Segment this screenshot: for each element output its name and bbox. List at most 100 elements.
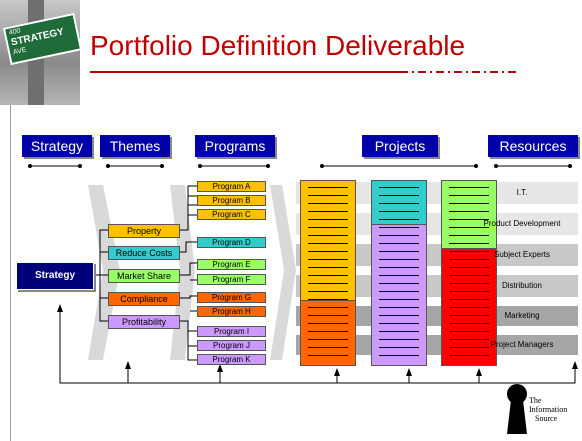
project-stripe [379, 267, 419, 268]
project-stripe [379, 347, 419, 348]
logo-line-3: Source [535, 414, 558, 423]
project-stripe [449, 211, 489, 212]
program-i: Program I [197, 326, 266, 337]
project-stripe [449, 203, 489, 204]
project-stripe [449, 227, 489, 228]
project-stripe [379, 203, 419, 204]
project-stripe [308, 331, 348, 332]
project-stripe [379, 187, 419, 188]
page-title: Portfolio Definition Deliverable [90, 30, 466, 61]
program-c: Program C [197, 209, 266, 220]
project-stripe [449, 339, 489, 340]
project-stripe [449, 187, 489, 188]
project-stripe [308, 315, 348, 316]
project-stripe [308, 195, 348, 196]
program-f: Program F [197, 274, 266, 285]
left-rule [10, 0, 11, 441]
resource-label-experts: Subject Experts [493, 250, 551, 259]
program-e: Program E [197, 259, 266, 270]
information-source-logo: The Information Source [497, 378, 579, 438]
project-stripe [449, 299, 489, 300]
project-stripe [308, 307, 348, 308]
project-stripe [308, 203, 348, 204]
logo-text: The Information Source [529, 396, 567, 423]
header-strategy: Strategy [22, 135, 92, 157]
project-stripe [449, 243, 489, 244]
project-stripe [379, 299, 419, 300]
project-stripe [449, 291, 489, 292]
theme-compliance: Compliance [108, 292, 180, 306]
program-h: Program H [197, 306, 266, 317]
project-stripe [379, 355, 419, 356]
project-stripe [449, 315, 489, 316]
keyhole-icon [507, 384, 527, 434]
project-stripe [308, 259, 348, 260]
project-stripe [308, 267, 348, 268]
project-stripe [379, 243, 419, 244]
project-stripe [379, 211, 419, 212]
resource-label-pm: Project Managers [490, 340, 554, 349]
project-stripe [449, 307, 489, 308]
project-stripe [308, 275, 348, 276]
project-column-2-lower [371, 224, 427, 366]
project-stripe [379, 307, 419, 308]
theme-market-share: Market Share [108, 269, 180, 283]
project-stripe [308, 323, 348, 324]
program-j: Program J [197, 340, 266, 351]
project-stripe [308, 187, 348, 188]
project-stripe [379, 323, 419, 324]
project-stripe [449, 331, 489, 332]
resource-band-marketing [296, 306, 578, 326]
resource-label-marketing: Marketing [504, 311, 540, 320]
header-themes: Themes [100, 135, 170, 157]
program-b: Program B [197, 195, 266, 206]
theme-property: Property [108, 224, 180, 238]
project-stripe [449, 267, 489, 268]
project-stripe [379, 219, 419, 220]
resource-label-distribution: Distribution [501, 281, 542, 290]
project-stripe [449, 283, 489, 284]
project-stripe [379, 339, 419, 340]
project-stripe [379, 315, 419, 316]
project-stripe [449, 235, 489, 236]
project-stripe [308, 219, 348, 220]
project-stripe [308, 251, 348, 252]
project-stripe [308, 211, 348, 212]
program-k: Program K [197, 354, 266, 365]
project-stripe [308, 339, 348, 340]
theme-reduce-costs: Reduce Costs [108, 246, 180, 260]
header-resources: Resources [488, 135, 578, 157]
theme-profitability: Profitability [108, 315, 180, 329]
project-stripe [379, 251, 419, 252]
program-g: Program G [197, 292, 266, 303]
resource-band-product [296, 213, 578, 235]
resource-label-product: Product Development [483, 219, 561, 228]
project-stripe [379, 291, 419, 292]
project-stripe [449, 355, 489, 356]
project-stripe [379, 275, 419, 276]
project-stripe [449, 275, 489, 276]
resource-band-it [296, 182, 578, 204]
project-column-3 [441, 180, 497, 250]
project-stripe [308, 291, 348, 292]
resource-band-distribution [296, 275, 578, 297]
logo-line-1: The [529, 396, 542, 405]
program-d: Program D [197, 237, 266, 248]
project-stripe [379, 331, 419, 332]
project-stripe [379, 259, 419, 260]
header-projects: Projects [362, 135, 438, 157]
project-stripe [449, 347, 489, 348]
project-stripe [449, 195, 489, 196]
project-stripe [379, 235, 419, 236]
project-column-1 [300, 180, 356, 302]
project-stripe [308, 243, 348, 244]
project-stripe [308, 227, 348, 228]
resource-label-it: I.T. [516, 188, 528, 197]
program-a: Program A [197, 181, 266, 192]
project-column-1-lower [300, 300, 356, 366]
street-sign-photo: 400 STRATEGY AVE [0, 0, 80, 105]
project-stripe [308, 355, 348, 356]
resource-band-pm [296, 335, 578, 355]
project-stripe [449, 251, 489, 252]
